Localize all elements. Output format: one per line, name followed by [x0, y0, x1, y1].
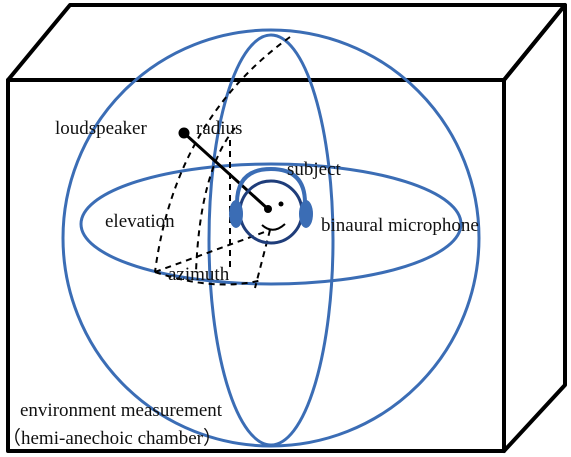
azimuth-arc [154, 271, 263, 286]
environment-label-line2: （hemi-anechoic chamber） [2, 427, 222, 449]
smile [261, 223, 286, 231]
sphere-outline [61, 28, 481, 448]
azimuth-label: azimuth [168, 264, 230, 285]
loudspeaker-dot [178, 127, 190, 139]
subject-label: subject [287, 159, 342, 180]
environment-label-line1: environment measurement [20, 400, 223, 421]
subject-head [229, 166, 313, 245]
sphere [61, 28, 481, 448]
chamber-side-face [502, 3, 567, 453]
headband [235, 166, 307, 204]
chamber-box [6, 3, 567, 453]
loudspeaker-label: loudspeaker [55, 118, 147, 139]
right-ear-cup [299, 200, 313, 228]
radius-label: radius [196, 118, 242, 139]
left-ear-cup [229, 200, 243, 228]
binaural-microphone-label: binaural microphone [321, 215, 479, 236]
elevation-label: elevation [105, 211, 175, 232]
face-outline [238, 179, 304, 245]
radius-line [182, 131, 270, 211]
sphere-equator [79, 162, 463, 286]
head-center-dot [264, 205, 272, 213]
right-eye [278, 201, 284, 207]
elevation-arc-outer [154, 36, 291, 273]
sphere-meridian [207, 33, 335, 447]
elevation-arc-inner [195, 127, 236, 273]
azimuth-ray [254, 229, 271, 289]
construction-lines [154, 36, 291, 289]
